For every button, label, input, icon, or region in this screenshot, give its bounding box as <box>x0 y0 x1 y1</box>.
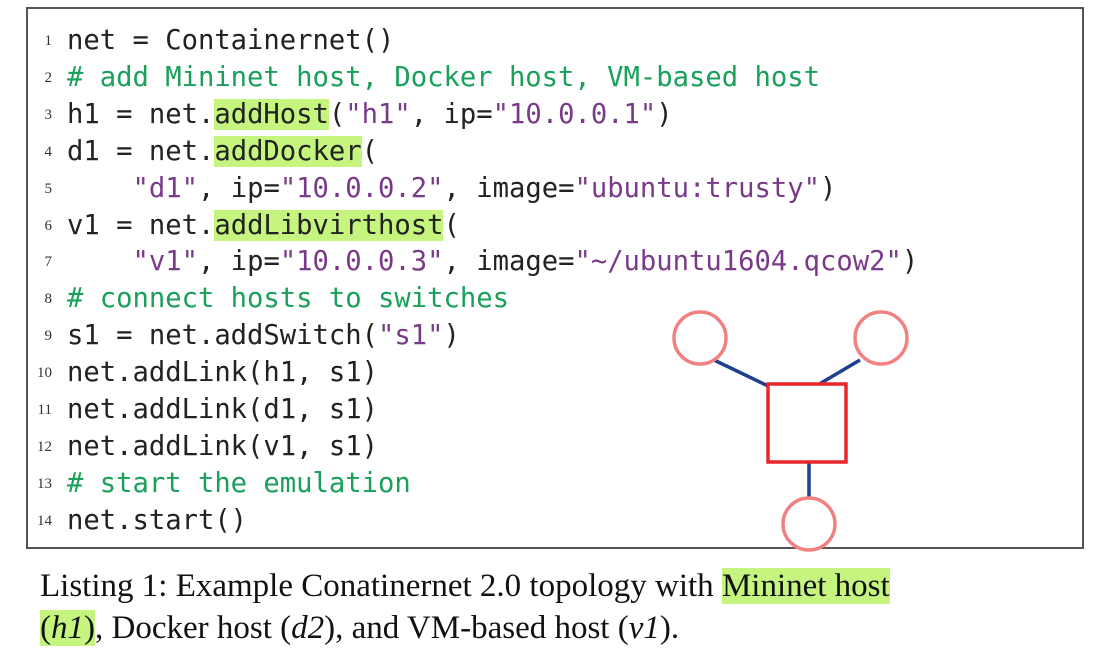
switch-node <box>766 382 848 464</box>
code-text <box>67 246 132 277</box>
code-string: "~/ubuntu1604.qcow2" <box>574 246 902 278</box>
caption-highlight-open-paren: ( <box>40 610 51 646</box>
code-comment: # start the emulation <box>67 467 411 499</box>
line-number: 8 <box>44 291 53 308</box>
code-line: v1 = net.addLibvirthost( <box>67 208 460 244</box>
line-number: 7 <box>44 254 53 271</box>
line-number: 3 <box>44 106 53 123</box>
code-highlight: addLibvirthost <box>214 209 444 241</box>
code-text: ) <box>656 98 673 130</box>
line-number: 9 <box>44 328 53 345</box>
code-line: # start the emulation <box>67 466 411 502</box>
code-line: "d1", ip="10.0.0.2", image="ubuntu:trust… <box>67 171 836 207</box>
line-number: 6 <box>44 217 53 234</box>
code-string: "10.0.0.2" <box>279 172 444 204</box>
caption-label: Listing 1: <box>40 568 168 604</box>
link-h1-s1 <box>713 358 769 388</box>
code-text: net.addLink(h1, s1) <box>67 357 378 389</box>
code-highlight: addDocker <box>214 135 362 167</box>
code-listing-box: 1 net = Containernet() 2 # add Mininet host… <box>26 7 1084 552</box>
line-number: 4 <box>44 143 53 160</box>
line-number: 1 <box>44 33 53 49</box>
link-d1-s1 <box>815 358 861 388</box>
code-text: , ip= <box>197 172 280 204</box>
code-line: s1 = net.addSwitch("s1") <box>67 318 460 354</box>
code-string: "d1" <box>132 172 198 204</box>
code-text: , image= <box>443 172 575 204</box>
code-string: "v1" <box>132 246 198 278</box>
code-text: ( <box>443 209 460 241</box>
code-text <box>67 173 132 204</box>
line-number: 13 <box>37 475 52 492</box>
code-line: # add Mininet host, Docker host, VM-base… <box>67 60 820 96</box>
caption-h1: h1 <box>51 610 84 646</box>
code-string: "h1" <box>345 98 411 130</box>
code-text: ) <box>443 320 460 352</box>
line-number: 2 <box>44 69 53 86</box>
caption-highlight-close-paren: ) <box>84 610 95 646</box>
code-line: "v1", ip="10.0.0.3", image="~/ubuntu1604… <box>67 244 918 280</box>
listing-caption: Listing 1: Example Conatinernet 2.0 topo… <box>40 565 1080 649</box>
code-text: h1 = net. <box>67 98 215 130</box>
code-text: net = Containernet() <box>67 25 395 56</box>
code-string: "ubuntu:trusty" <box>574 172 820 204</box>
code-comment: # connect hosts to switches <box>67 283 509 315</box>
host-node-left <box>672 310 728 366</box>
code-line: d1 = net.addDocker( <box>67 134 378 170</box>
code-text: s1 = net.addSwitch( <box>67 320 378 352</box>
line-number: 14 <box>37 512 52 529</box>
code-string: "s1" <box>378 320 444 352</box>
caption-text-a: Example Conatinernet 2.0 topology with <box>167 568 722 604</box>
line-number: 12 <box>37 438 52 455</box>
code-text: net.start() <box>67 504 248 536</box>
code-line: net = Containernet() <box>67 23 394 59</box>
line-number: 5 <box>44 180 53 197</box>
code-line: net.addLink(d1, s1) <box>67 392 378 428</box>
code-text: , ip= <box>197 246 280 278</box>
code-text: d1 = net. <box>67 135 215 167</box>
host-node-bottom <box>781 496 837 552</box>
code-text: ( <box>361 135 379 167</box>
caption-text-d: ). <box>659 610 680 646</box>
host-node-right <box>853 310 909 366</box>
caption-text-b: , Docker host ( <box>95 610 292 646</box>
code-line: net.start() <box>67 503 247 539</box>
code-highlight: addHost <box>214 98 329 130</box>
code-line: h1 = net.addHost("h1", ip="10.0.0.1") <box>67 97 673 133</box>
code-string: "10.0.0.1" <box>492 98 657 130</box>
code-text: ( <box>328 98 346 130</box>
code-text: net.addLink(d1, s1) <box>67 394 378 425</box>
line-number: 11 <box>37 402 52 418</box>
topology-diagram <box>672 310 909 552</box>
caption-highlight-mininet-host: Mininet host <box>721 568 890 604</box>
code-text: ) <box>901 246 919 278</box>
code-text: v1 = net. <box>67 209 215 241</box>
caption-v1: v1 <box>628 610 660 646</box>
code-text: , ip= <box>410 98 493 130</box>
line-number: 10 <box>37 365 52 382</box>
code-text: , image= <box>443 246 575 278</box>
code-text: ) <box>819 172 837 204</box>
code-line: # connect hosts to switches <box>67 281 509 317</box>
code-text: net.addLink(v1, s1) <box>67 430 378 462</box>
code-line: net.addLink(v1, s1) <box>67 429 378 465</box>
caption-text-c: ), and VM-based host ( <box>324 610 629 646</box>
caption-d2: d2 <box>291 610 325 646</box>
code-comment: # add Mininet host, Docker host, VM-base… <box>67 61 820 93</box>
code-string: "10.0.0.3" <box>279 246 444 278</box>
code-line: net.addLink(h1, s1) <box>67 355 378 391</box>
